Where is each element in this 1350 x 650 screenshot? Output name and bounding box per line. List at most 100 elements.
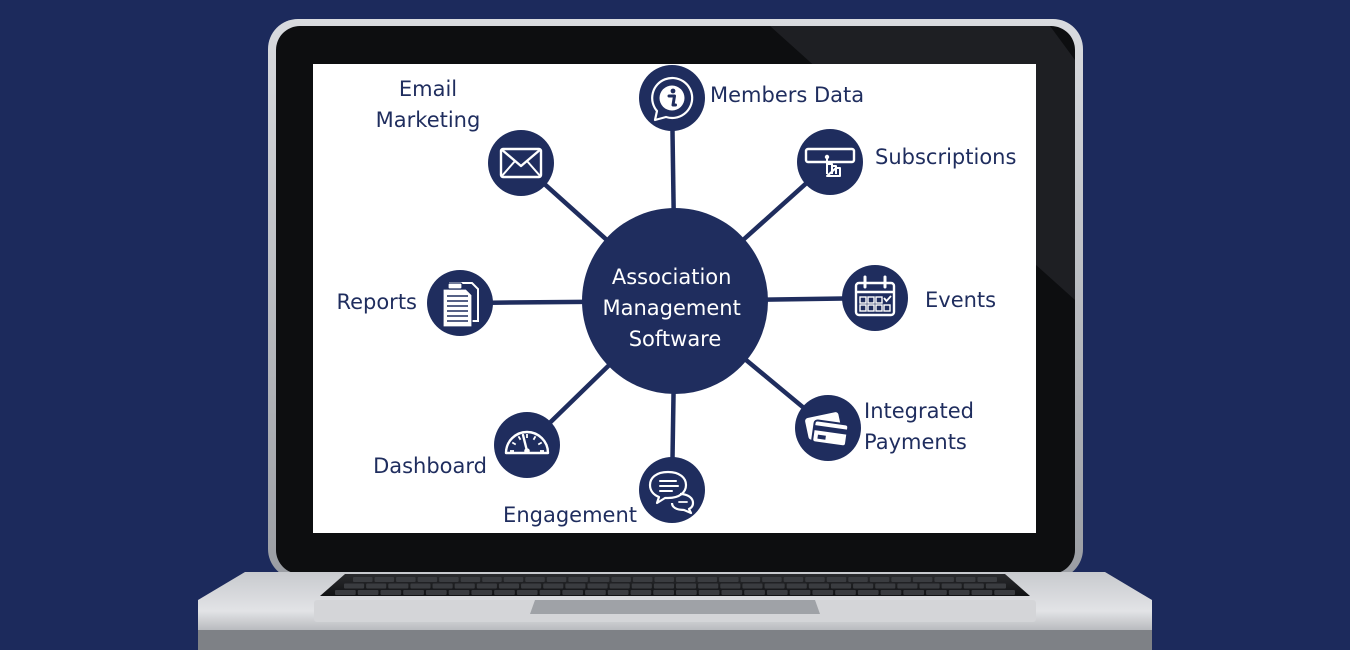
keyboard-key bbox=[891, 577, 911, 582]
keyboard-key bbox=[676, 583, 697, 589]
keyboard-key bbox=[766, 590, 788, 595]
keyboard-key bbox=[353, 577, 373, 582]
keyboard-key bbox=[609, 583, 630, 589]
node-label-line: Email bbox=[399, 77, 457, 101]
credit-card-icon bbox=[805, 412, 850, 448]
keyboard-key bbox=[653, 590, 674, 595]
keyboard-key bbox=[875, 583, 896, 589]
node-label-subscriptions: Subscriptions bbox=[875, 145, 1016, 169]
keyboard-key bbox=[568, 577, 588, 582]
documents-icon bbox=[442, 282, 479, 328]
keyboard-key bbox=[425, 590, 447, 595]
node-label-line: Members Data bbox=[710, 83, 864, 107]
keyboard-key bbox=[721, 590, 743, 595]
keyboard-key bbox=[955, 577, 976, 582]
node-label-members-data: Members Data bbox=[710, 83, 864, 107]
calendar-icon bbox=[854, 275, 896, 317]
keyboard-key bbox=[835, 590, 856, 595]
speedometer-icon bbox=[504, 430, 550, 455]
keyboard-key bbox=[388, 583, 409, 589]
keyboard-key bbox=[396, 577, 416, 582]
node-label-line: Payments bbox=[864, 430, 967, 454]
keyboard-key bbox=[808, 583, 829, 589]
connector-engagement bbox=[670, 391, 676, 460]
keyboard-key bbox=[357, 590, 379, 595]
node-circle-email-marketing bbox=[488, 130, 554, 196]
keyboard-key bbox=[539, 590, 561, 595]
node-label-line: Marketing bbox=[376, 108, 481, 132]
chat-bubbles-icon bbox=[648, 470, 695, 515]
keyboard-key bbox=[740, 577, 761, 582]
keyboard-key bbox=[516, 590, 538, 595]
keyboard-key bbox=[903, 590, 925, 595]
node-label-line: Integrated bbox=[864, 399, 974, 423]
center-circle bbox=[582, 208, 768, 394]
node-label-line: Engagement bbox=[503, 503, 637, 527]
keyboard-key bbox=[439, 577, 459, 582]
keyboard-key bbox=[912, 577, 933, 582]
keyboard-key bbox=[562, 590, 584, 595]
keyboard-key bbox=[742, 583, 763, 589]
keyboard-key bbox=[611, 577, 631, 582]
keyboard-key bbox=[543, 583, 564, 589]
keyboard-key bbox=[963, 583, 984, 589]
keyboard-key bbox=[494, 590, 515, 595]
node-circle-events bbox=[842, 265, 908, 331]
node-label-engagement: Engagement bbox=[503, 503, 637, 527]
keyboard-key bbox=[632, 577, 653, 582]
keyboard-key bbox=[565, 583, 586, 589]
node-label-line: Subscriptions bbox=[875, 145, 1016, 169]
node-label-line: Dashboard bbox=[373, 454, 487, 478]
keyboard-key bbox=[471, 590, 493, 595]
node-subscriptions: Subscriptions bbox=[797, 129, 1016, 195]
keyboard-key bbox=[410, 583, 431, 589]
keyboard-key bbox=[971, 590, 993, 595]
keyboard-key bbox=[897, 583, 918, 589]
center-label-line-2: Management bbox=[602, 296, 740, 320]
keyboard-key bbox=[926, 590, 947, 595]
keyboard-key bbox=[764, 583, 785, 589]
keyboard-key bbox=[546, 577, 567, 582]
keyboard-key bbox=[476, 583, 497, 589]
connector-subscriptions bbox=[741, 181, 809, 242]
keyboard-key bbox=[366, 583, 387, 589]
connector-email-marketing bbox=[542, 182, 609, 242]
diagram: Association Management Software Members … bbox=[336, 65, 1016, 527]
center-node: Association Management Software bbox=[582, 208, 768, 394]
laptop-base-edge bbox=[198, 630, 1152, 650]
keyboard-key bbox=[374, 577, 395, 582]
keyboard-key bbox=[720, 583, 741, 589]
keyboard-key bbox=[994, 590, 1015, 595]
keyboard-key bbox=[869, 577, 890, 582]
connector-events bbox=[765, 296, 845, 302]
keyboard-key bbox=[786, 583, 807, 589]
keyboard-key bbox=[417, 577, 438, 582]
node-events: Events bbox=[842, 265, 996, 331]
keyboard-key bbox=[676, 577, 696, 582]
keyboard-key bbox=[482, 577, 502, 582]
node-members-data: Members Data bbox=[639, 65, 864, 131]
connector-reports bbox=[490, 299, 585, 305]
keyboard-key bbox=[432, 583, 453, 589]
keyboard-key bbox=[607, 590, 629, 595]
keyboard-keys bbox=[335, 577, 1015, 595]
keyboard-key bbox=[830, 583, 852, 589]
node-circle-dashboard bbox=[494, 412, 560, 478]
keyboard-key bbox=[698, 583, 719, 589]
node-label-line: Events bbox=[925, 288, 996, 312]
node-reports: Reports bbox=[336, 270, 493, 336]
laptop-trackpad bbox=[530, 600, 820, 614]
keyboard-key bbox=[454, 583, 475, 589]
keyboard-key bbox=[805, 577, 825, 582]
keyboard-key bbox=[941, 583, 962, 589]
keyboard-key bbox=[503, 577, 524, 582]
click-button-icon bbox=[804, 147, 856, 177]
keyboard-key bbox=[977, 577, 997, 582]
keyboard-key bbox=[460, 577, 481, 582]
connectors bbox=[490, 128, 845, 460]
keyboard-key bbox=[380, 590, 402, 595]
keyboard-key bbox=[525, 577, 545, 582]
